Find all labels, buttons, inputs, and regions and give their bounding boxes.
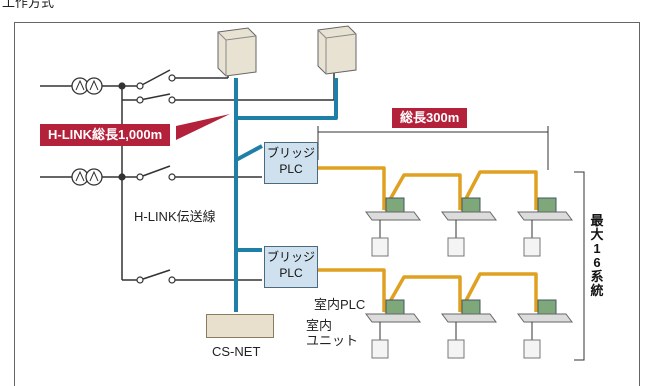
breaker-contacts — [118, 74, 176, 284]
hlink-line-label: H-LINK伝送線 — [134, 209, 216, 224]
indoor-unit-icon-row2 — [365, 299, 573, 359]
systems-bracket — [574, 171, 585, 361]
hlink-wiring — [234, 78, 338, 312]
csnet-box — [206, 314, 274, 338]
csnet-label: CS-NET — [212, 344, 261, 359]
meter-icon-1 — [71, 77, 103, 95]
indoor-plc-label: 室内PLC — [314, 297, 366, 312]
plc-wiring — [318, 166, 538, 313]
bridge-plc-box-2: ブリッジ PLC — [264, 246, 318, 288]
clipped-header: 工作方式 — [0, 0, 652, 8]
outdoor-unit-icon-2 — [317, 25, 357, 75]
power-wiring — [40, 69, 335, 281]
indoor-unit-icon-row1 — [365, 197, 573, 257]
outdoor-unit-icon-1 — [217, 27, 257, 77]
clipped-title: 工作方式 — [2, 0, 55, 8]
hlink-total-callout: H-LINK総長1,000m — [40, 124, 171, 146]
max-systems-label: 最大16系統 — [590, 213, 604, 298]
bridge-plc-box-1: ブリッジ PLC — [264, 142, 318, 184]
span-dimension — [317, 126, 549, 170]
meter-icon-2 — [71, 168, 103, 186]
indoor-unit-label: 室内 ユニット — [306, 318, 359, 348]
span-total-callout: 総長300m — [392, 108, 468, 128]
callout-pointer — [176, 114, 230, 140]
